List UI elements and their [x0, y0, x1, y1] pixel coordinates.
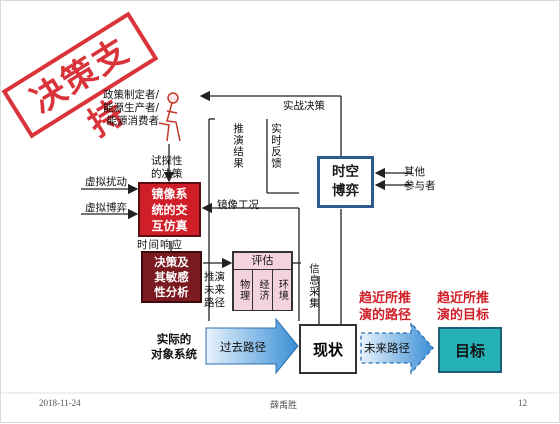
target-box: 目标	[438, 327, 502, 373]
past-path-label: 过去路径	[220, 340, 266, 354]
time-response-label: 时间响应	[137, 239, 183, 251]
realtime-feedback-label: 实时反馈	[270, 123, 282, 169]
decision-sensitivity-box: 决策及其敏感性分析	[141, 251, 202, 303]
spacetime-game-box: 时空博弈	[317, 156, 374, 208]
derive-future-path-label: 推演未来路径	[204, 271, 225, 309]
roles-label: 政策制定者/能源生产者/能源消费者	[102, 89, 159, 127]
mirror-condition-label: 镜像工况	[217, 199, 259, 211]
status-box: 现状	[299, 324, 357, 374]
trial-decision-label: 试探性的决策	[151, 155, 183, 180]
person-icon	[158, 92, 181, 142]
footer-date: 2018-11-24	[39, 398, 81, 408]
evaluation-title: 评估	[234, 253, 291, 270]
approach-path-label: 趋近所推演的路径	[359, 291, 412, 323]
actual-system-label: 实际的对象系统	[151, 332, 197, 361]
evaluation-box: 评估 物理 经济 环境	[232, 251, 293, 311]
actual-decision-label: 实战决策	[283, 100, 325, 112]
future-path-label: 未来路径	[364, 341, 410, 355]
info-collect-label: 信息采集	[308, 263, 320, 309]
derive-result-label: 推演结果	[232, 123, 244, 169]
eval-environment: 环境	[272, 270, 291, 310]
past-path-arrow	[205, 317, 299, 375]
future-path-arrow	[360, 321, 434, 375]
approach-target-label: 趋近所推演的目标	[437, 291, 490, 323]
mirror-simulation-box: 镜像系统的交互仿真	[138, 182, 201, 237]
virtual-game-label: 虚拟博弈	[85, 202, 127, 214]
eval-physics: 物理	[234, 270, 254, 310]
footer-author: 薛禹胜	[270, 401, 298, 411]
virtual-disturbance-label: 虚拟扰动	[85, 176, 127, 188]
footer-page-number: 12	[518, 398, 527, 408]
eval-economy: 经济	[253, 270, 273, 310]
other-participants-label: 其他参与者	[404, 166, 436, 192]
